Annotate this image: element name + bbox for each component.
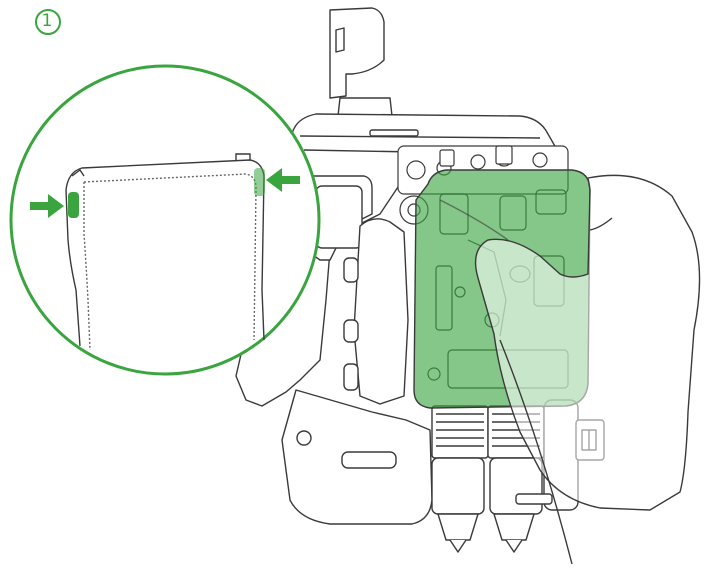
lower-slot <box>341 451 397 469</box>
arrow-right-icon <box>30 194 64 218</box>
side-screw <box>296 430 312 446</box>
thumb-line <box>439 199 509 241</box>
nozzle-right <box>493 513 535 541</box>
clip-left-highlight <box>68 192 79 218</box>
cable-collar <box>337 97 393 117</box>
lower-block-right <box>489 457 543 515</box>
finger-line <box>589 217 613 231</box>
left-opening <box>315 185 363 249</box>
step-number-ring <box>35 9 61 35</box>
lever-slot-1 <box>343 257 359 283</box>
step-number: 1 <box>41 11 53 31</box>
step-number-badge: 1 <box>34 8 62 36</box>
hand <box>439 174 701 565</box>
heatsink-left <box>431 405 489 459</box>
nozzle-left <box>437 513 479 541</box>
cable-connector-slot <box>335 27 345 53</box>
callout-circle <box>9 64 321 376</box>
cable-connector <box>329 7 385 99</box>
wrist-line <box>499 339 573 565</box>
lever-slot-2 <box>343 319 359 343</box>
lever-slot-3 <box>343 363 359 391</box>
lower-block-left <box>431 457 485 515</box>
arrow-left-icon <box>266 168 300 192</box>
lever-column <box>353 218 409 405</box>
detail-callout <box>9 64 321 376</box>
clip-right-highlight <box>254 168 265 196</box>
top-vent <box>369 129 419 137</box>
